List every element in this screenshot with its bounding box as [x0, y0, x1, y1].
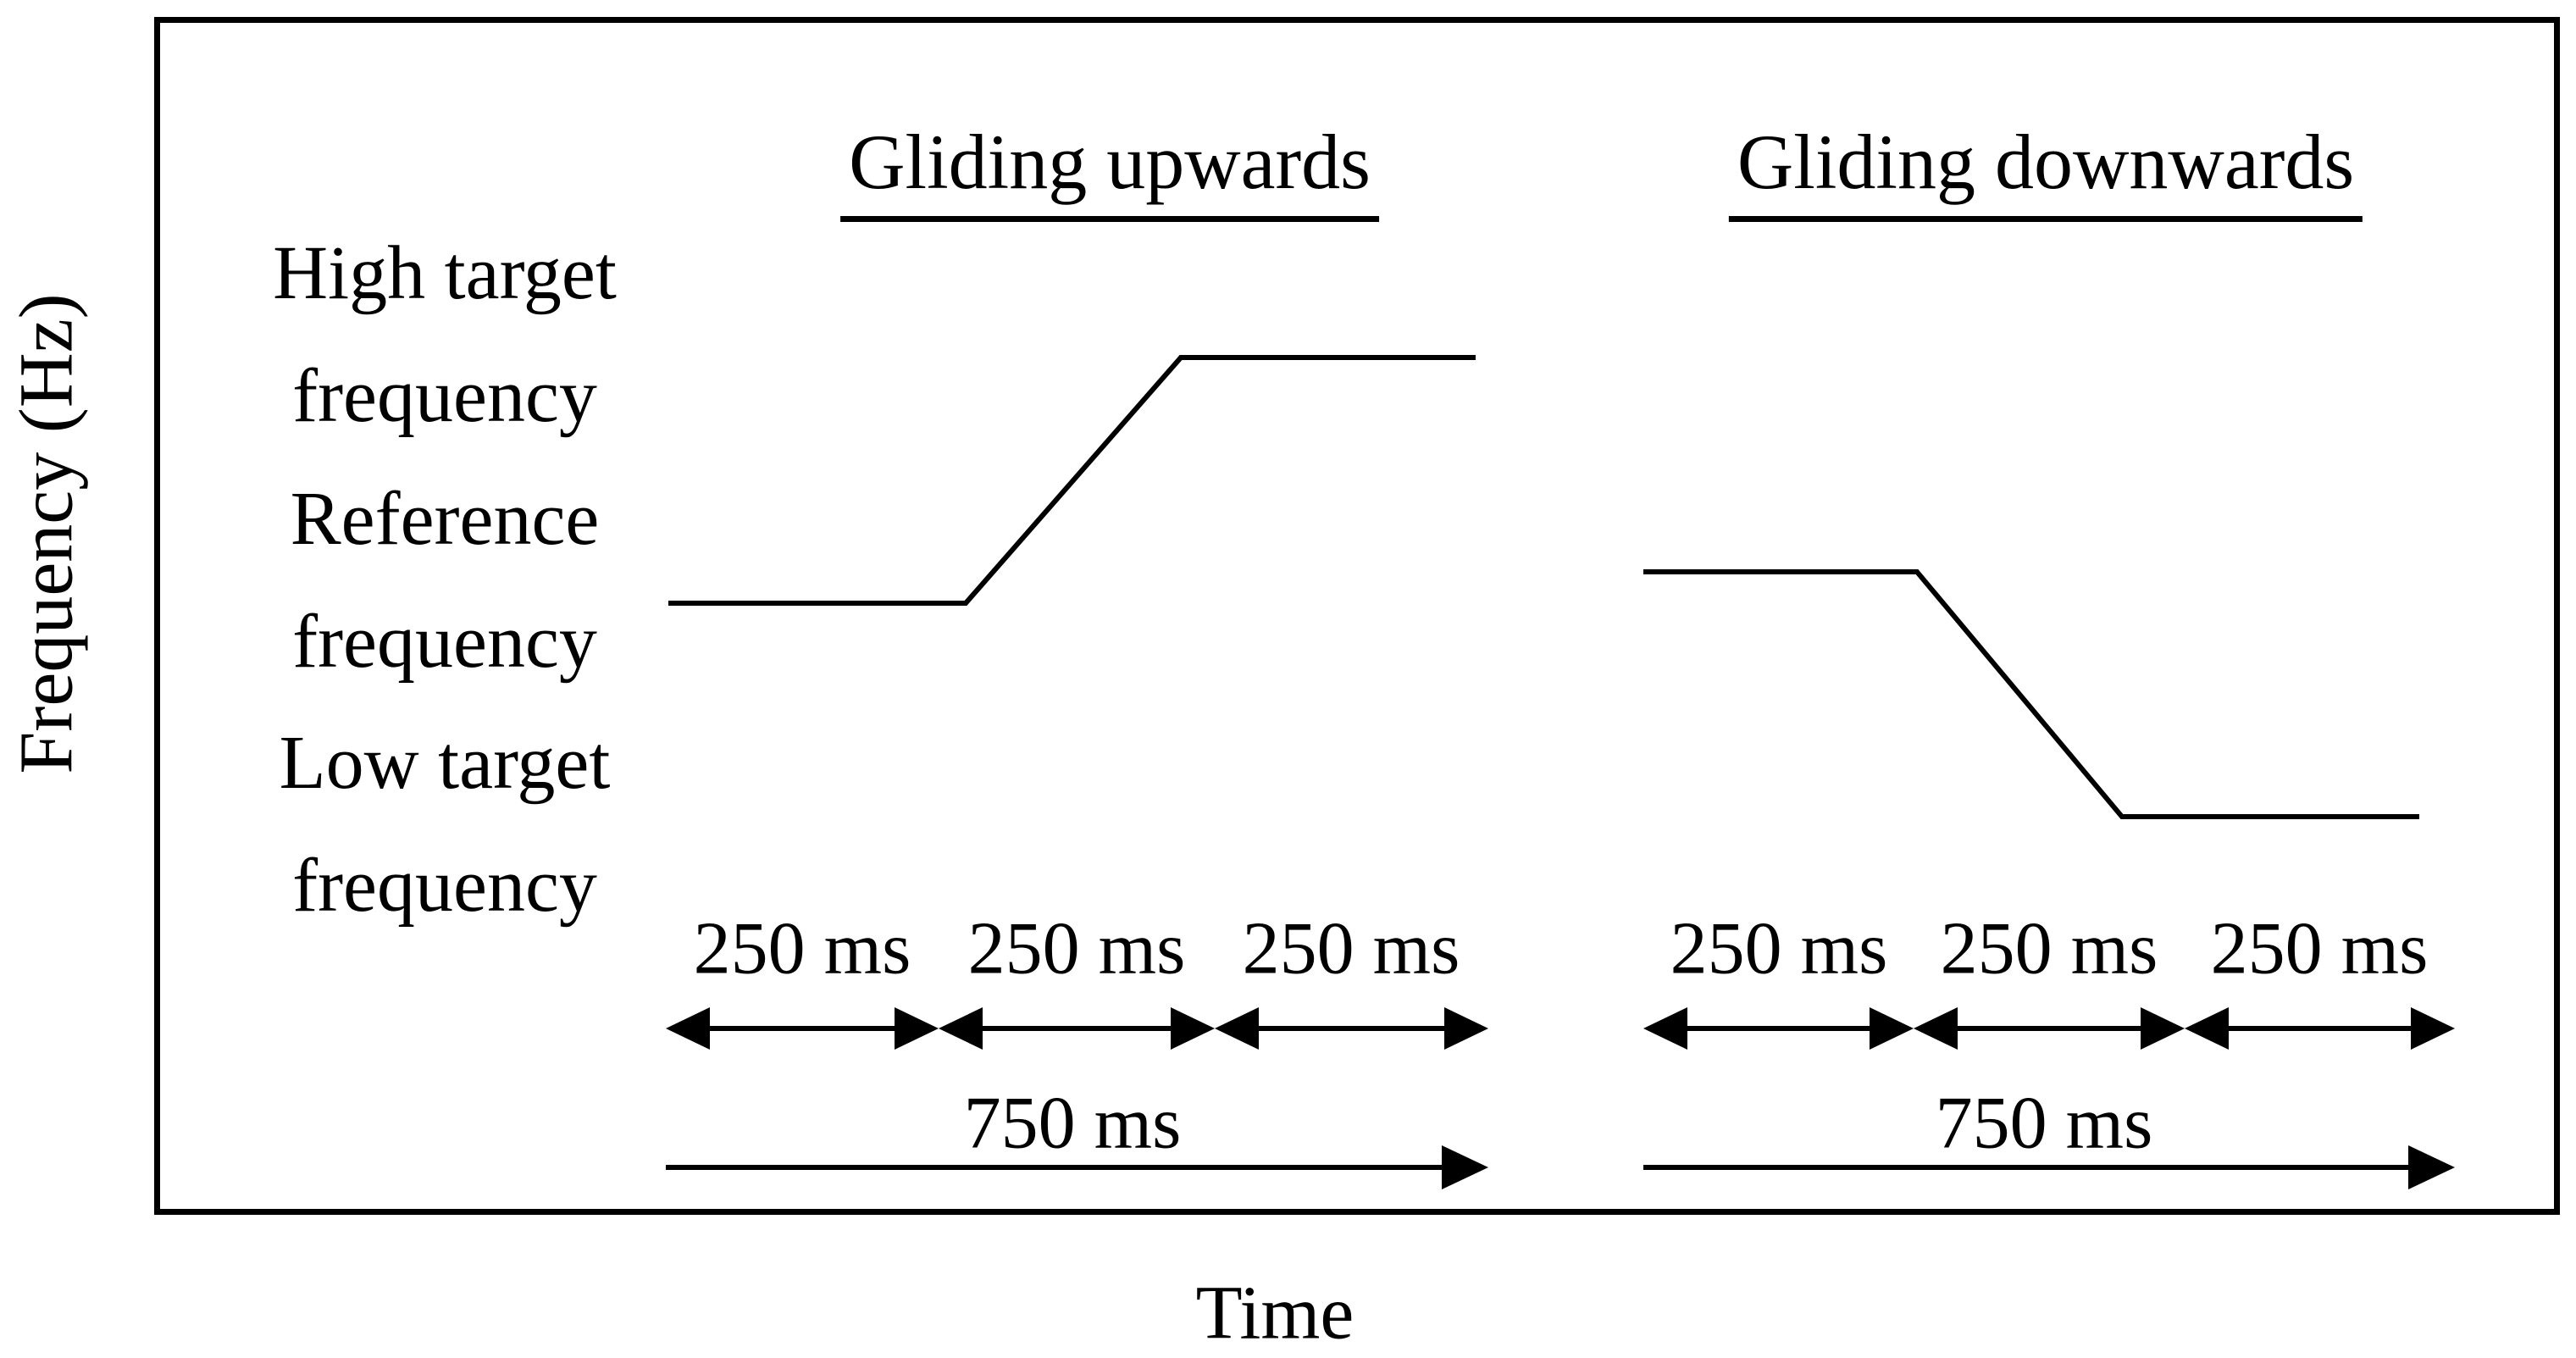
arrowhead-right	[1171, 1007, 1215, 1050]
segment-duration-label: 250 ms	[1940, 907, 2158, 990]
arrowhead-left	[1215, 1007, 1259, 1050]
segment-duration-label: 250 ms	[1670, 907, 1888, 990]
arrowhead-left	[939, 1007, 983, 1050]
upward-total-arrow	[666, 1145, 1488, 1189]
arrowhead-right	[2408, 1145, 2455, 1189]
segment-arrow	[1215, 1007, 1488, 1050]
total-duration-label: 750 ms	[963, 1082, 1182, 1165]
arrowhead-left	[666, 1007, 710, 1050]
plot-border-box	[154, 17, 2560, 1215]
upward-glide-trace	[668, 355, 1476, 606]
arrowhead-right	[2141, 1007, 2185, 1050]
arrowhead-right	[1444, 1007, 1488, 1050]
level-label-reference: Reference frequency	[290, 477, 600, 684]
level-label-low-target: Low target frequency	[279, 721, 611, 928]
segment-duration-label: 250 ms	[967, 907, 1186, 990]
segment-arrow	[1643, 1007, 1914, 1050]
downward-segment-arrows	[1643, 1007, 2455, 1050]
panel-title-gliding-downwards: Gliding downwards	[1728, 119, 2363, 223]
arrowhead-right	[1442, 1145, 1488, 1189]
segment-arrow	[666, 1007, 939, 1050]
x-axis-label: Time	[1195, 1271, 1354, 1355]
arrowhead-right	[895, 1007, 939, 1050]
arrowhead-right	[1870, 1007, 1914, 1050]
segment-arrow	[939, 1007, 1215, 1050]
arrowhead-left	[2185, 1007, 2229, 1050]
downward-glide-trace	[1643, 569, 2419, 819]
arrowhead-left	[1643, 1007, 1687, 1050]
level-label-high-target: High target frequency	[273, 231, 617, 438]
arrowhead-right	[2411, 1007, 2455, 1050]
arrowhead-left	[1914, 1007, 1958, 1050]
panel-title-gliding-upwards: Gliding upwards	[840, 119, 1379, 223]
segment-arrow	[1914, 1007, 2185, 1050]
total-duration-label: 750 ms	[1935, 1082, 2153, 1165]
upward-segment-arrows	[666, 1007, 1488, 1050]
downward-total-arrow	[1643, 1145, 2455, 1189]
segment-duration-label: 250 ms	[693, 907, 911, 990]
segment-duration-label: 250 ms	[1242, 907, 1460, 990]
segment-arrow	[2185, 1007, 2455, 1050]
segment-duration-label: 250 ms	[2210, 907, 2429, 990]
